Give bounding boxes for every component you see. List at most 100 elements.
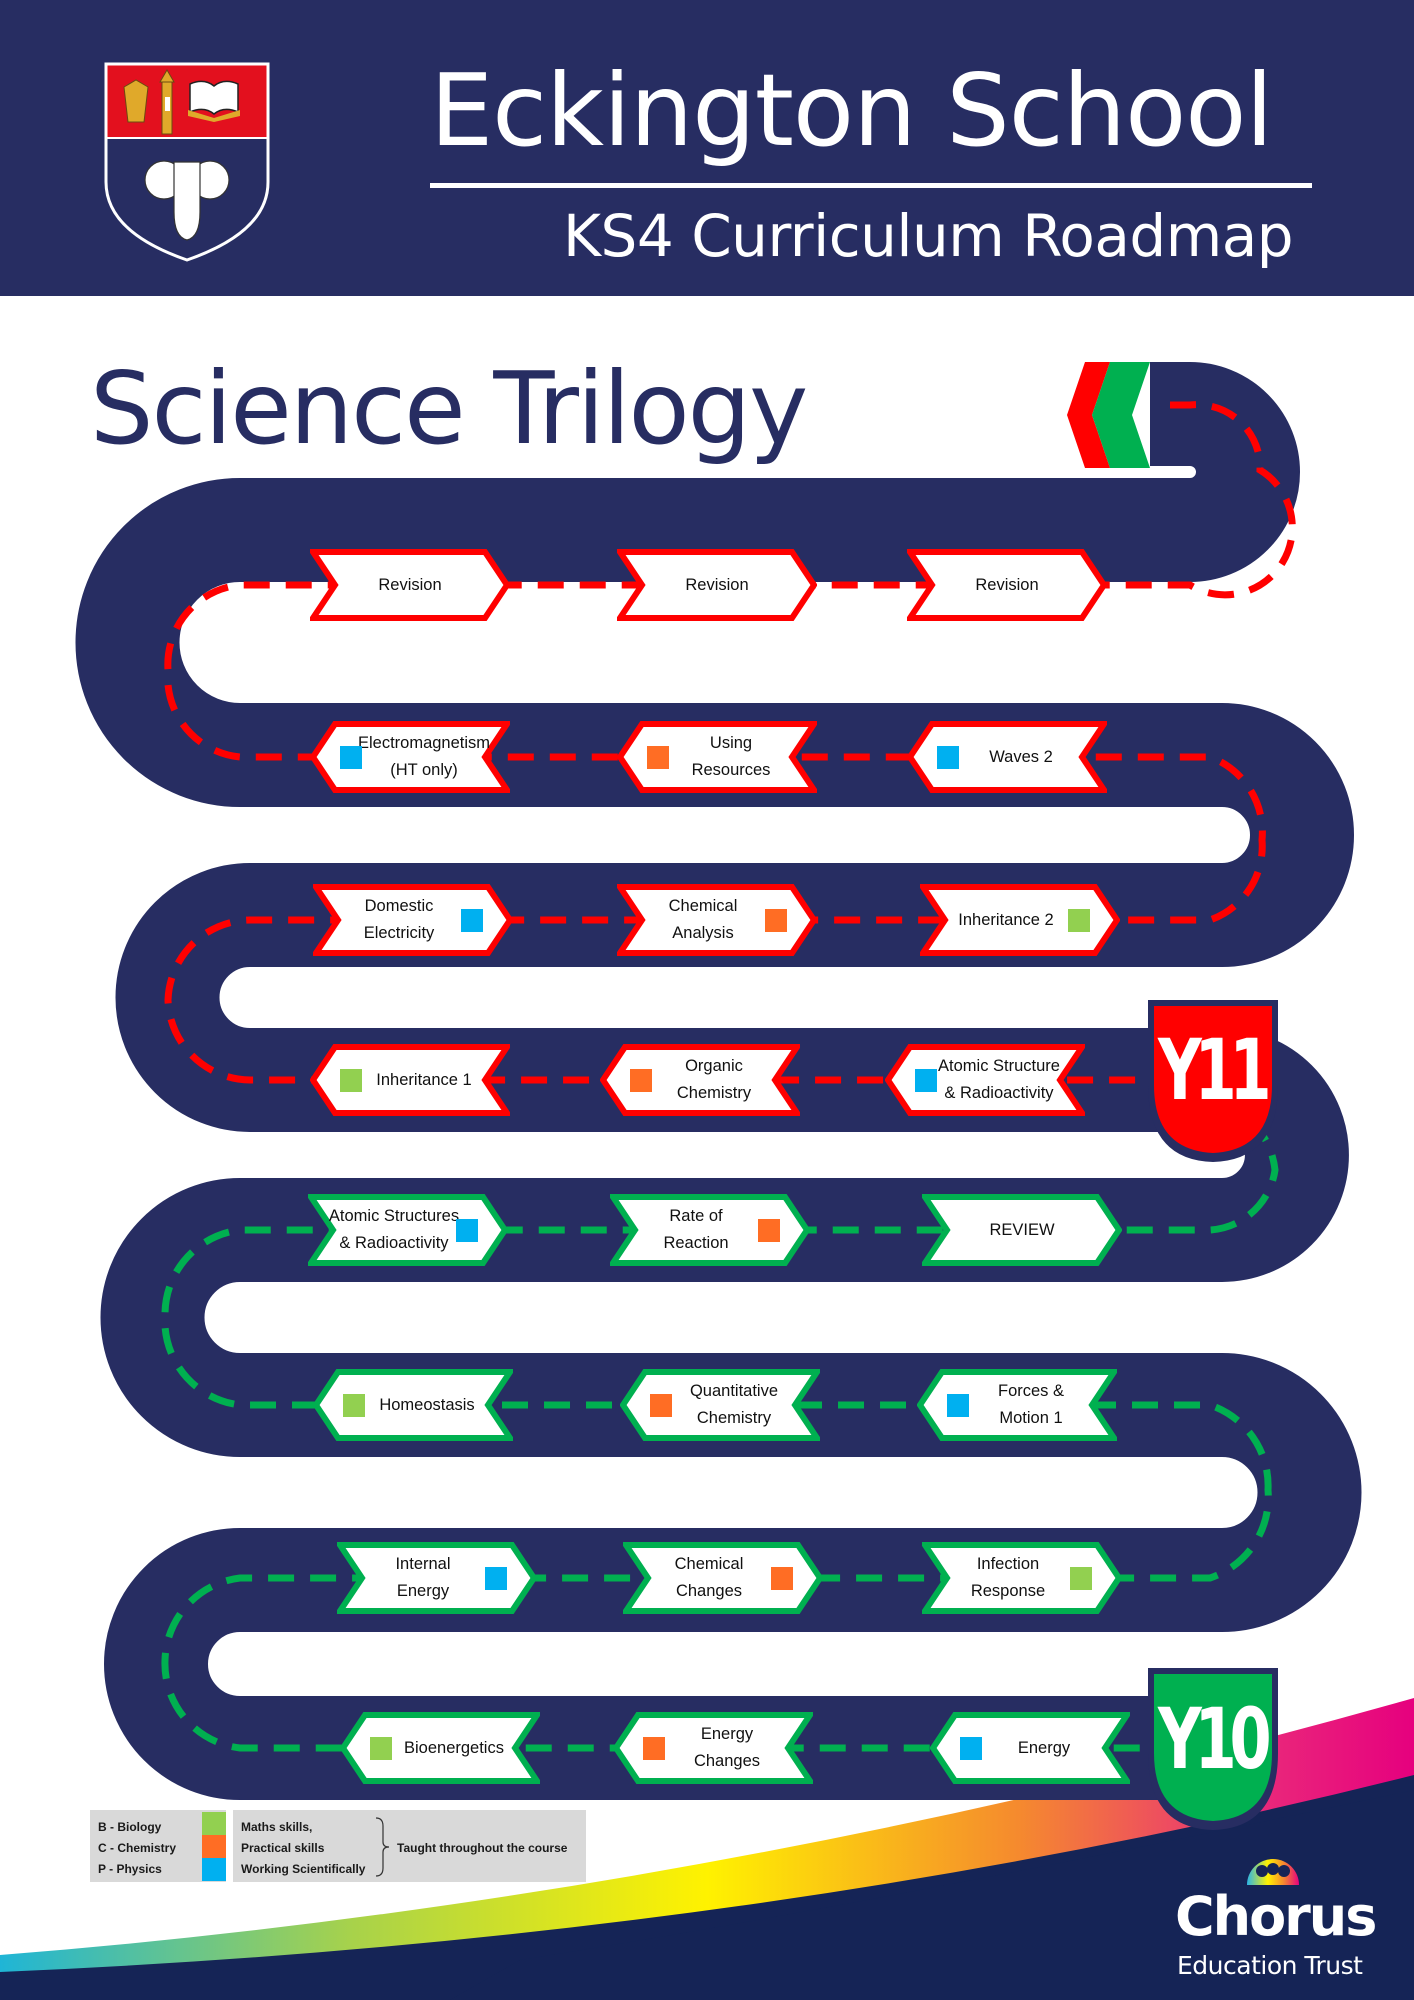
topic-label: Energy — [1017, 1738, 1071, 1757]
chemistry-subject-icon — [771, 1567, 793, 1590]
chemistry-subject-icon — [650, 1394, 672, 1417]
topic-box: Chemical Analysis — [617, 884, 817, 956]
legend-biology-label: B - Biology — [98, 1820, 162, 1834]
chevron-right-icon — [922, 1542, 1122, 1614]
topic-label: Atomic Structure & Radioactivity — [938, 1057, 1060, 1102]
chevron-left-icon — [885, 1044, 1085, 1116]
chevron-left-icon — [310, 721, 510, 793]
chevron-left-icon — [620, 1369, 820, 1441]
topic-label: Chemical Changes — [674, 1555, 744, 1600]
chevron-right-icon — [920, 884, 1120, 956]
topic-label: Inheritance 1 — [376, 1070, 472, 1089]
topic-label: Inheritance 2 — [958, 910, 1054, 929]
topic-label: Homeostasis — [379, 1395, 475, 1414]
chemistry-subject-icon — [765, 909, 787, 932]
topic-label: REVIEW — [989, 1220, 1055, 1239]
physics-subject-icon — [340, 746, 362, 769]
skills-legend: Maths skills, Practical skills Working S… — [233, 1810, 586, 1882]
topic-box: Electromagnetism (HT only) — [310, 721, 510, 793]
y10-milestone-shield — [1148, 1668, 1278, 1830]
chevron-right-icon — [617, 884, 817, 956]
topic-label: Internal Energy — [395, 1555, 451, 1600]
topic-label: Atomic Structures & Radioactivity — [328, 1207, 460, 1252]
chevron-left-icon — [310, 1044, 510, 1116]
chevron-left-icon — [917, 1369, 1117, 1441]
chorus-subtitle: Education Trust — [1177, 1951, 1363, 1980]
topic-label: Revision — [685, 575, 749, 594]
biology-subject-icon — [370, 1737, 392, 1760]
chevron-right-icon — [337, 1542, 537, 1614]
chevron-left-icon — [907, 721, 1107, 793]
chevron-right-icon — [623, 1542, 823, 1614]
topic-box: Atomic Structures & Radioactivity — [308, 1194, 508, 1266]
topic-box: Bioenergetics — [340, 1712, 540, 1784]
topic-label: Bioenergetics — [404, 1738, 504, 1757]
y11-milestone-shield — [1148, 1000, 1278, 1162]
header-divider — [430, 183, 1312, 188]
topic-label: Forces & Motion 1 — [997, 1382, 1065, 1427]
topic-box: Internal Energy — [337, 1542, 537, 1614]
chemistry-subject-icon — [647, 746, 669, 769]
topic-label: Organic Chemistry — [676, 1057, 752, 1102]
y10-label: Y10 — [1158, 1690, 1272, 1788]
chemistry-subject-icon — [758, 1219, 780, 1242]
skills-note: Taught throughout the course — [397, 1841, 568, 1855]
topic-box: Domestic Electricity — [313, 884, 513, 956]
biology-subject-icon — [343, 1394, 365, 1417]
chevron-left-icon — [313, 1369, 513, 1441]
roadmap-subtitle: KS4 Curriculum Roadmap — [563, 202, 1294, 270]
chevron-right-icon — [308, 1194, 508, 1266]
physics-subject-icon — [947, 1394, 969, 1417]
chemistry-subject-icon — [643, 1737, 665, 1760]
topic-label: Rate of Reaction — [663, 1207, 729, 1252]
topic-label: Revision — [975, 575, 1039, 594]
chevron-right-icon — [310, 549, 510, 621]
chevron-right-icon — [610, 1194, 810, 1266]
chevron-right-icon — [907, 549, 1107, 621]
legend-physics-label: P - Physics — [98, 1862, 162, 1876]
topic-label: Quantitative Chemistry — [689, 1382, 779, 1427]
topic-label: Electromagnetism (HT only) — [357, 734, 491, 779]
biology-subject-icon — [340, 1069, 362, 1092]
chevron-right-icon — [617, 549, 817, 621]
topic-box: REVIEW — [922, 1194, 1122, 1266]
skill-working-scientifically: Working Scientifically — [241, 1862, 366, 1876]
chevron-left-icon — [930, 1712, 1130, 1784]
topic-box: Revision — [907, 549, 1107, 621]
biology-swatch-icon — [202, 1812, 226, 1835]
physics-subject-icon — [485, 1567, 507, 1590]
biology-subject-icon — [1068, 909, 1090, 932]
topic-label: Domestic Electricity — [363, 897, 435, 942]
topic-box: Rate of Reaction — [610, 1194, 810, 1266]
chorus-emblem-icon — [1247, 1859, 1299, 1885]
topic-box: Energy Changes — [613, 1712, 813, 1784]
topic-box: Revision — [310, 549, 510, 621]
physics-subject-icon — [937, 746, 959, 769]
chevron-right-icon — [922, 1194, 1122, 1266]
y11-label: Y11 — [1158, 1021, 1272, 1119]
topic-label: Chemical Analysis — [668, 897, 738, 942]
physics-subject-icon — [960, 1737, 982, 1760]
physics-swatch-icon — [202, 1858, 226, 1881]
topic-box: Waves 2 — [907, 721, 1107, 793]
skill-maths: Maths skills, — [241, 1820, 313, 1834]
chemistry-subject-icon — [630, 1069, 652, 1092]
chevron-right-icon — [313, 884, 513, 956]
page-title: Science Trilogy — [90, 350, 808, 467]
brace-icon — [375, 1817, 390, 1877]
topic-box: Organic Chemistry — [600, 1044, 800, 1116]
biology-subject-icon — [1070, 1567, 1092, 1590]
header-banner: Eckington School KS4 Curriculum Roadmap — [0, 0, 1414, 296]
topic-box: Inheritance 1 — [310, 1044, 510, 1116]
chevron-left-icon — [340, 1712, 540, 1784]
topic-box: Quantitative Chemistry — [620, 1369, 820, 1441]
chemistry-swatch-icon — [202, 1835, 226, 1858]
topic-box: Homeostasis — [313, 1369, 513, 1441]
physics-subject-icon — [456, 1219, 478, 1242]
chevron-left-icon — [617, 721, 817, 793]
school-name: Eckington School — [430, 52, 1273, 169]
topic-box: Infection Response — [922, 1542, 1122, 1614]
topic-box: Inheritance 2 — [920, 884, 1120, 956]
physics-subject-icon — [915, 1069, 937, 1092]
